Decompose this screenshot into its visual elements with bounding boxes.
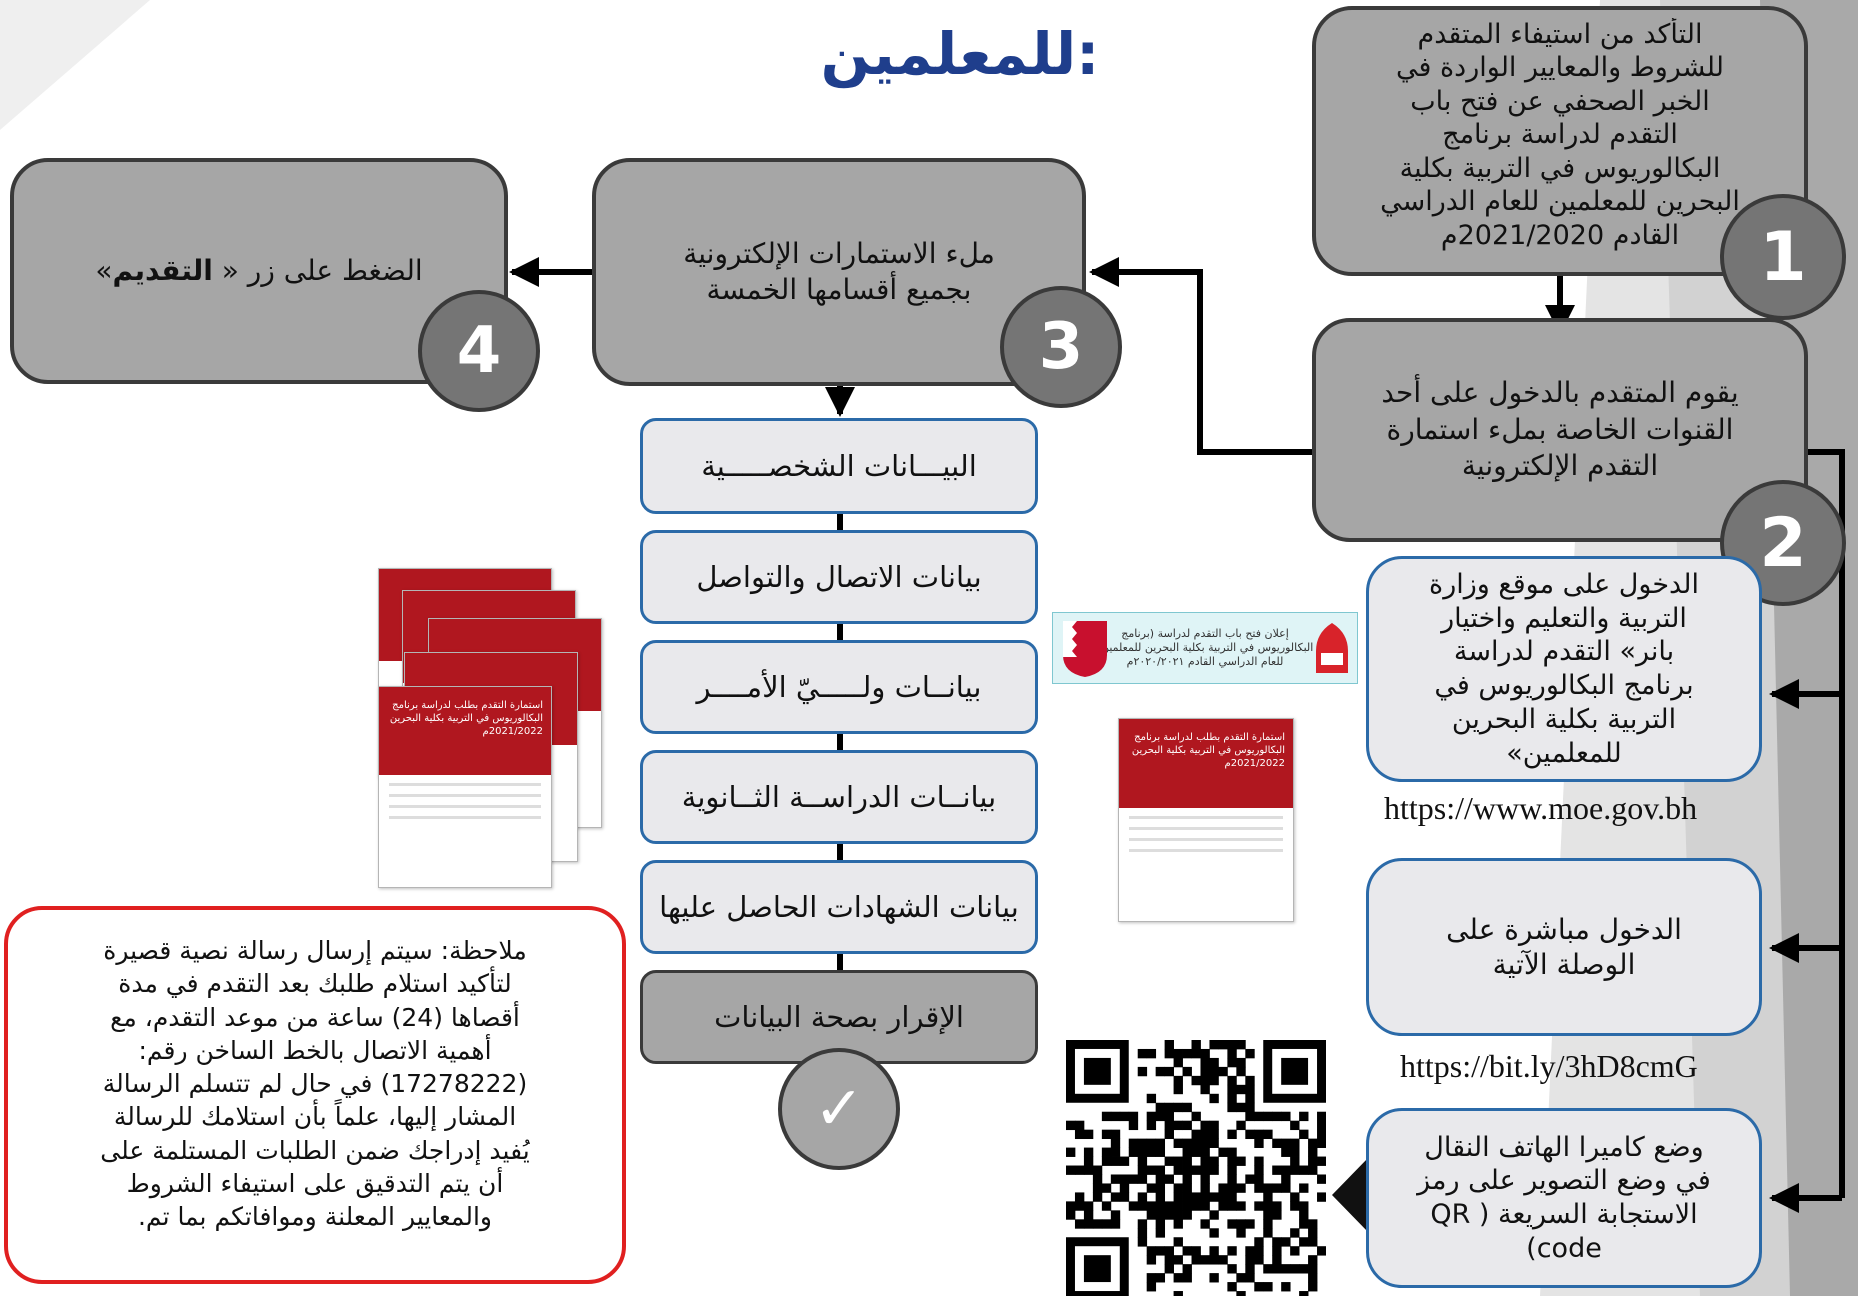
channel-qr-box: وضع كاميرا الهاتف النقال في وضع التصوير … [1366,1108,1762,1288]
banner-text: إعلان فتح باب التقدم لدراسة (برنامج البك… [1096,626,1314,669]
step2-box: يقوم المتقدم بالدخول على أحد القنوات الخ… [1312,318,1808,542]
section-certificates-data: بيانات الشهادات الحاصل عليها [640,860,1038,954]
channel-website-text: الدخول على موقع وزارة التربية والتعليم و… [1429,568,1699,769]
announcement-banner: إعلان فتح باب التقدم لدراسة (برنامج البك… [1052,612,1358,684]
step1-text: التأكد من استيفاء المتقدم للشروط والمعاي… [1380,18,1740,251]
bahrain-emblem-icon [1063,621,1107,677]
channel-direct-text: الدخول مباشرة على الوصلة الآتية [1446,913,1682,981]
section-personal-data: البيـــانات الشخصـــــية [640,418,1038,514]
qr-code-icon[interactable] [1066,1040,1326,1296]
section-contact-data: بيانات الاتصال والتواصل [640,530,1038,624]
step3-number-badge: 3 [1000,286,1122,408]
direct-url-link[interactable]: https://bit.ly/3hD8cmG [1400,1048,1698,1084]
page-title: :للمعلمين [820,20,1100,88]
submit-button-name: التقديم [112,253,213,287]
form-preview-thumbnail: استمارة التقدم بطلب لدراسة برنامج البكال… [378,686,552,888]
step1-number-badge: 1 [1720,194,1846,320]
step2-text: يقوم المتقدم بالدخول على أحد القنوات الخ… [1381,376,1739,483]
note-box: ملاحظة: سيتم إرسال رسالة نصية قصيرة لتأك… [4,906,626,1284]
check-mark-icon: ✓ [778,1048,900,1170]
arrow-step2-to-step3 [1089,257,1314,455]
channel-website-box: الدخول على موقع وزارة التربية والتعليم و… [1366,556,1762,782]
step3-text: ملء الاستمارات الإلكترونية بجميع أقسامها… [683,236,995,306]
website-url-link[interactable]: https://www.moe.gov.bh [1384,790,1698,826]
step4-number-badge: 4 [418,290,540,412]
section-guardian-data: بيانــات ولـــــيّ الأمــــر [640,640,1038,734]
channel-qr-text: وضع كاميرا الهاتف النقال في وضع التصوير … [1417,1131,1711,1264]
btc-logo-icon [1316,623,1348,673]
section-secondary-education-data: بيانــات الدراســة الثــانوية [640,750,1038,844]
step4-text: الضغط على زر « التقديم» [95,253,423,287]
form-preview-thumbnail: استمارة التقدم بطلب لدراسة برنامج البكال… [1118,718,1294,922]
channel-direct-box: الدخول مباشرة على الوصلة الآتية [1366,858,1762,1036]
